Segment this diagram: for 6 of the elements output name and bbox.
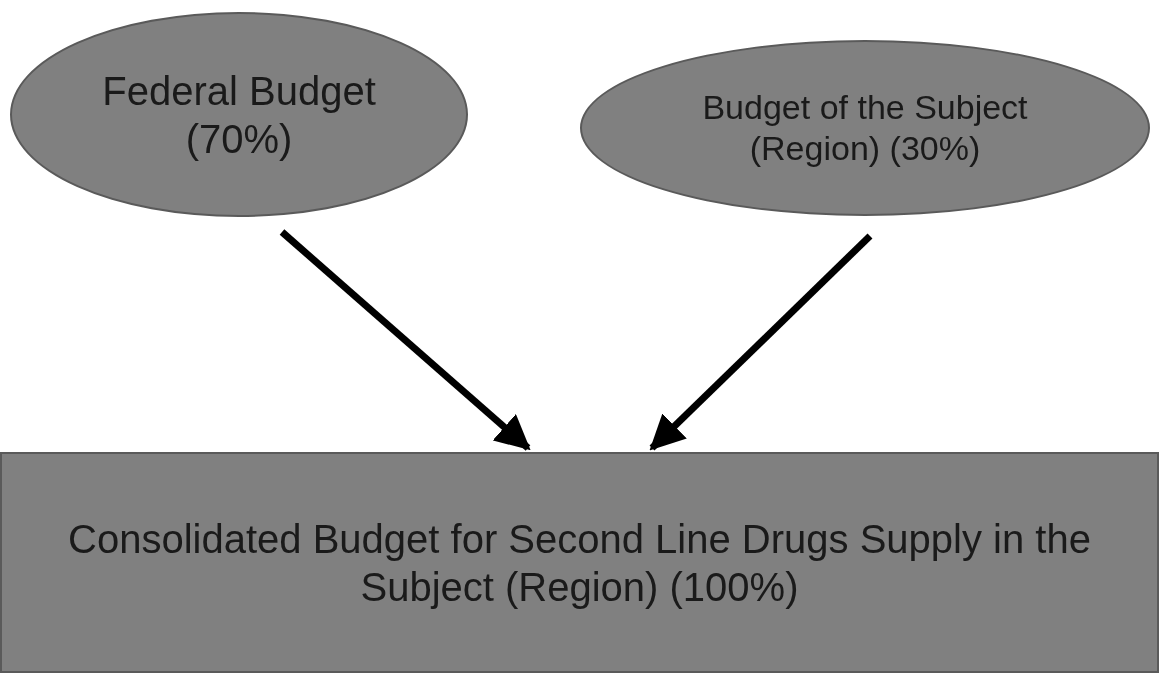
node-label: Budget of the Subject (Region) (30%) [701,87,1029,169]
budget-box [0,452,1159,673]
node-label: Consolidated Budget for Second Line Drugs Supply in the Subject (Region) (100%) [67,515,1092,611]
node-label: Federal Budget (70%) [101,67,377,163]
arrow [279,229,531,451]
arrow [649,233,873,451]
